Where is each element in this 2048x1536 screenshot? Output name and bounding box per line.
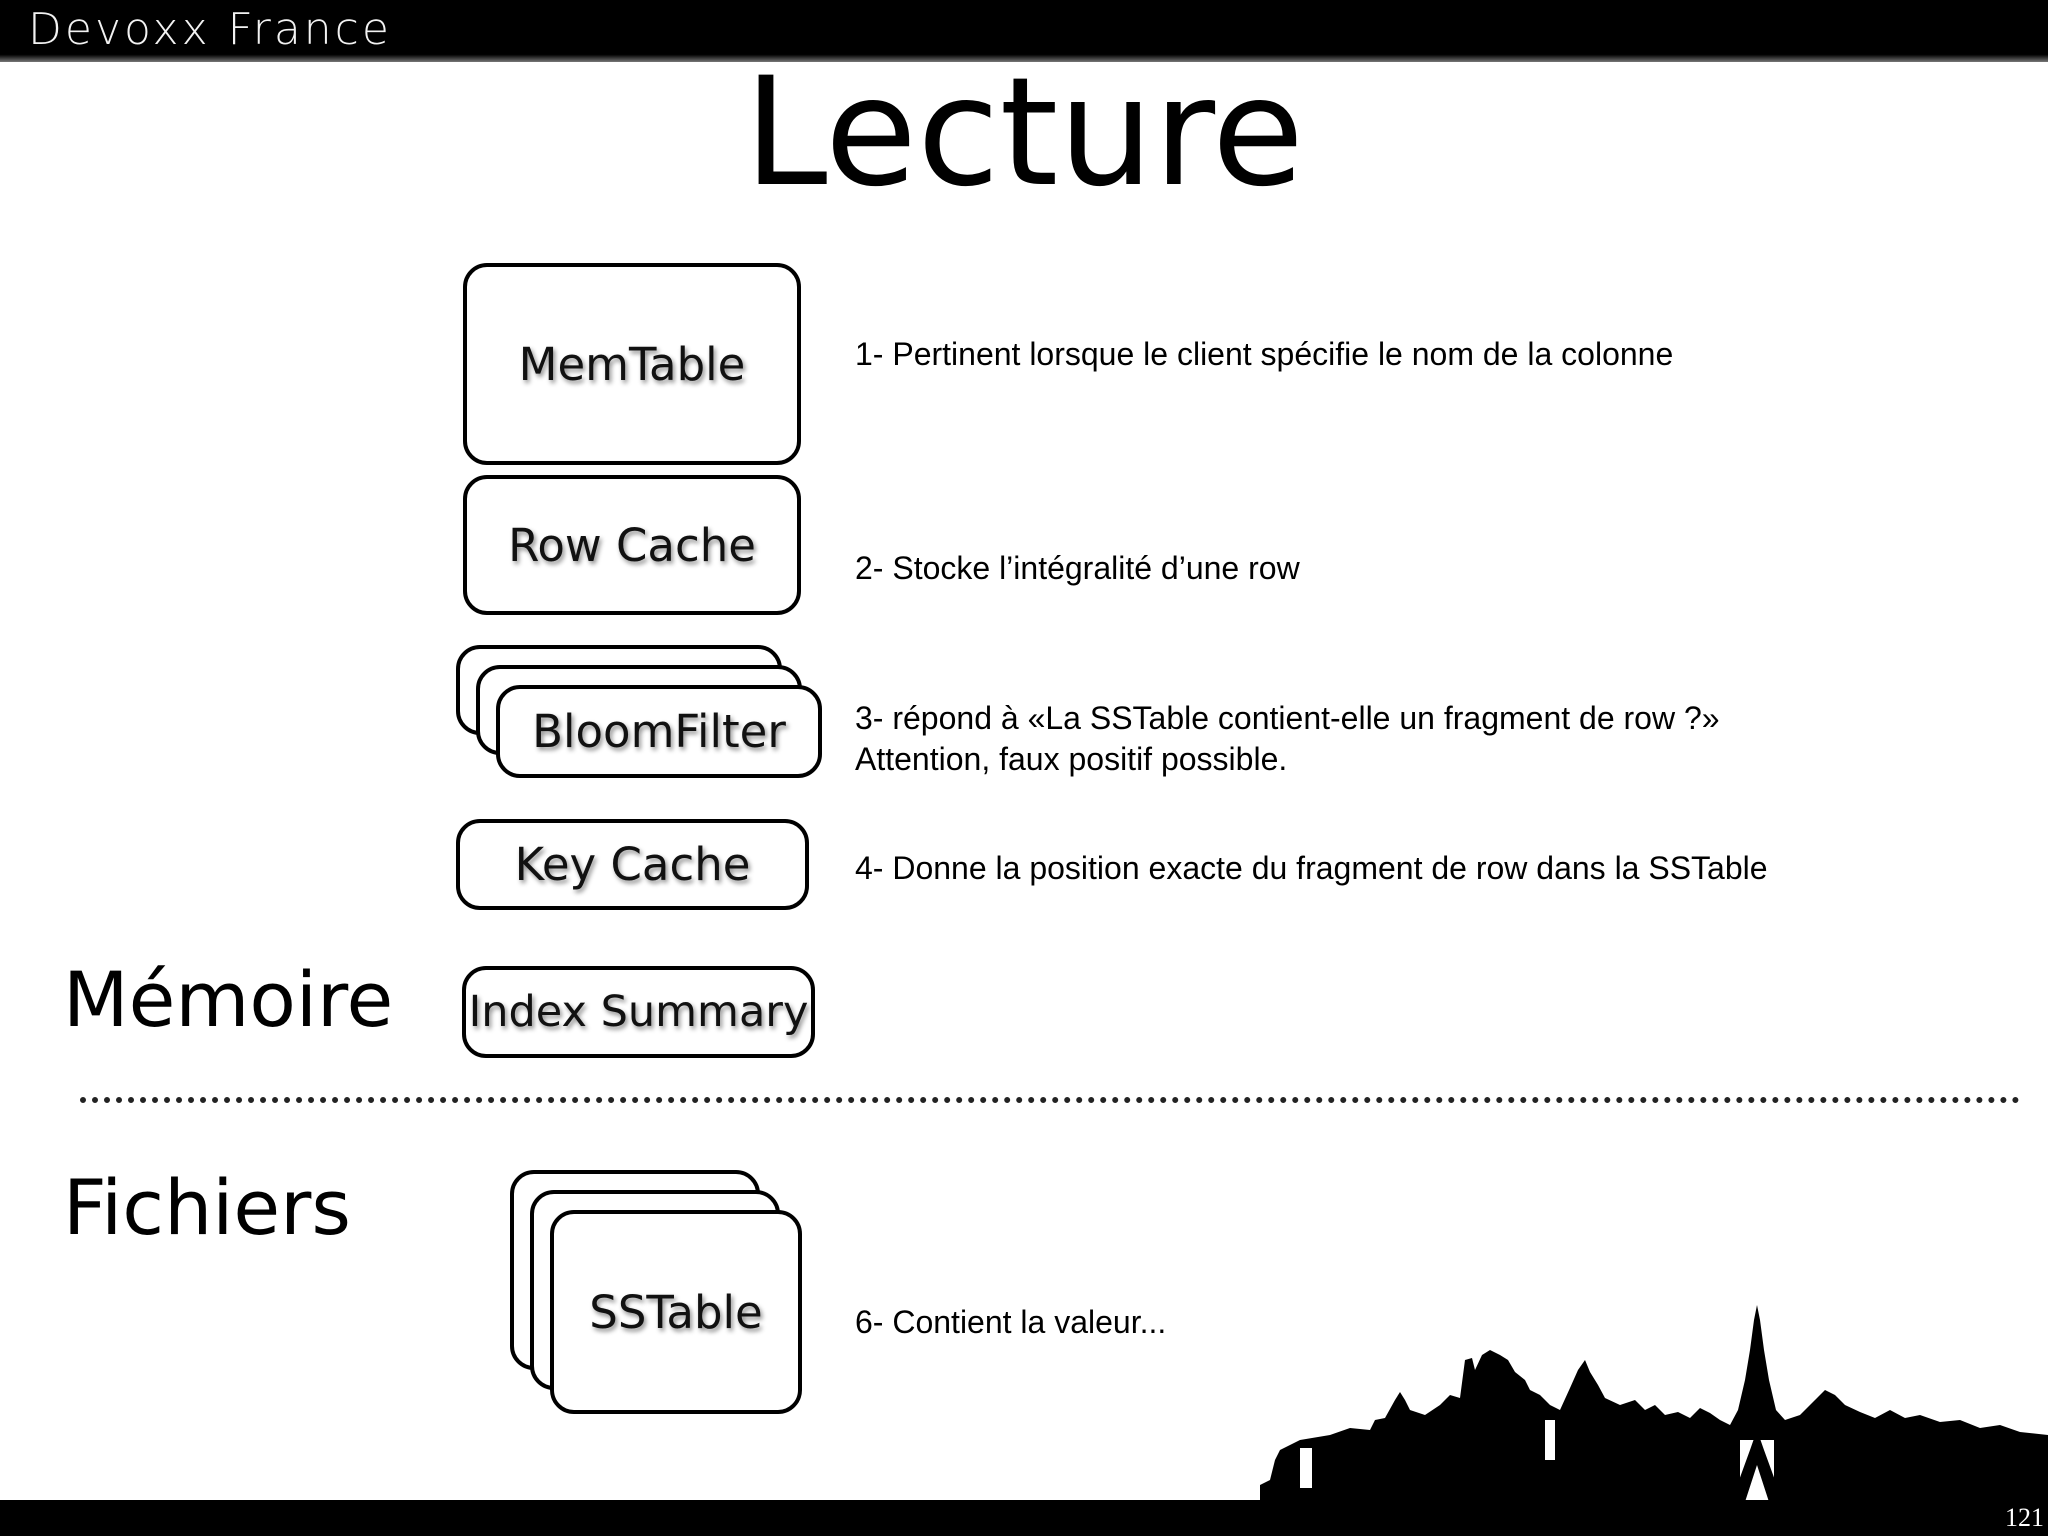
memtable-box: MemTable xyxy=(463,263,801,465)
header-bar: Devoxx France xyxy=(0,0,2048,62)
sstable-label: SSTable xyxy=(589,1285,763,1339)
memory-files-divider xyxy=(80,1097,2020,1103)
brand-logo-text: Devoxx France xyxy=(28,4,392,55)
files-section-label: Fichiers xyxy=(63,1163,351,1252)
row-cache-label: Row Cache xyxy=(508,518,756,572)
index-summary-label: Index Summary xyxy=(468,987,809,1037)
step4-description: 4- Donne la position exacte du fragment … xyxy=(855,850,1768,886)
footer-bar xyxy=(0,1500,2048,1536)
bloom-filter-label: BloomFilter xyxy=(532,705,786,758)
memory-section-label: Mémoire xyxy=(63,955,394,1044)
step2-description: 2- Stocke l’intégralité d’une row xyxy=(855,550,1300,586)
step1-description: 1- Pertinent lorsque le client spécifie … xyxy=(855,336,1674,372)
page-number: 121 xyxy=(2005,1503,2044,1532)
paris-skyline-image xyxy=(1260,1305,2048,1505)
bloom-filter-box: BloomFilter xyxy=(496,685,822,778)
memtable-label: MemTable xyxy=(518,337,746,391)
slide-title: Lecture xyxy=(743,46,1305,220)
sstable-box: SSTable xyxy=(550,1210,802,1414)
step3-description-line2: Attention, faux positif possible. xyxy=(855,741,1288,777)
key-cache-label: Key Cache xyxy=(514,838,751,891)
key-cache-box: Key Cache xyxy=(456,819,809,910)
step6-description: 6- Contient la valeur... xyxy=(855,1304,1167,1340)
row-cache-box: Row Cache xyxy=(463,475,801,615)
step3-description-line1: 3- répond à «La SSTable contient-elle un… xyxy=(855,700,1720,736)
index-summary-box: Index Summary xyxy=(462,966,815,1058)
